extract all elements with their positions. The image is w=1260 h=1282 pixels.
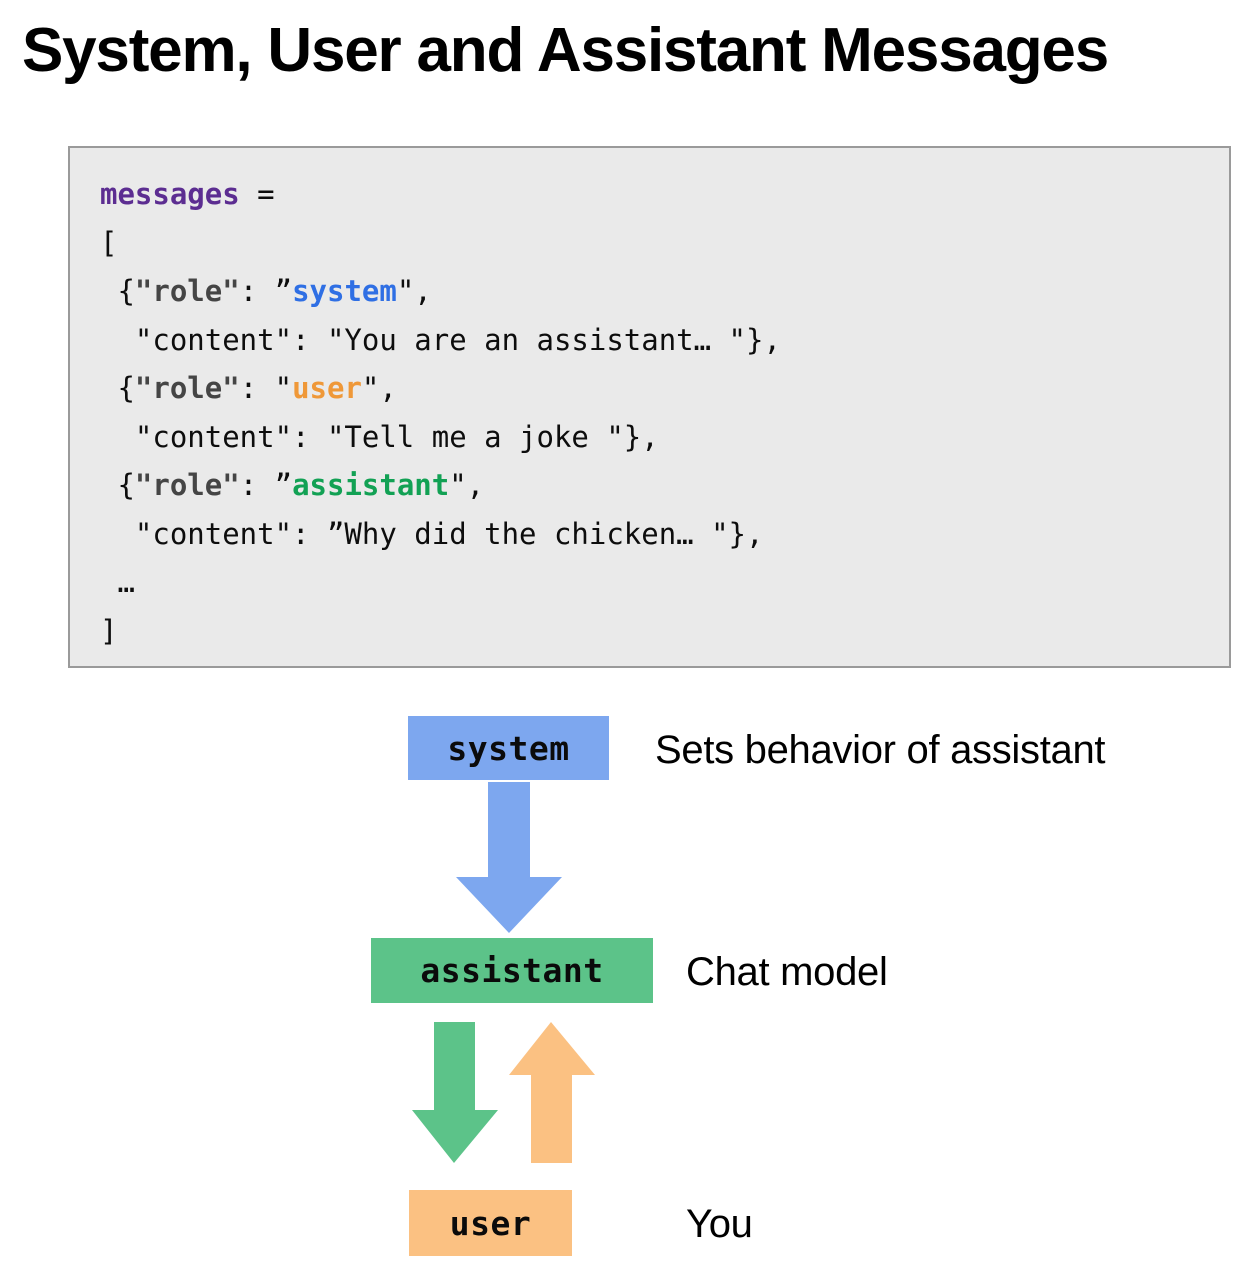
code-line: "content": "Tell me a joke "}, bbox=[100, 413, 1229, 462]
diagram-node-assistant-description: Chat model bbox=[686, 950, 888, 994]
code-token: ", bbox=[396, 274, 432, 308]
code-token: … bbox=[100, 565, 135, 599]
code-line: [ bbox=[100, 219, 1229, 268]
code-token: system bbox=[292, 274, 397, 308]
code-token: ] bbox=[100, 613, 118, 648]
code-token: "role" bbox=[134, 371, 240, 405]
code-token: ", bbox=[361, 371, 397, 405]
code-line: "content": ”Why did the chicken… "}, bbox=[100, 510, 1229, 559]
code-line: "content": "You are an assistant… "}, bbox=[100, 316, 1229, 365]
code-token: [ bbox=[100, 225, 118, 260]
diagram-node-assistant[interactable]: assistant bbox=[371, 938, 653, 1003]
code-token: "content": "You are an assistant… "}, bbox=[100, 322, 781, 357]
code-line: {"role": ”system", bbox=[100, 267, 1229, 316]
code-token: user bbox=[292, 371, 362, 405]
code-token: " bbox=[274, 371, 293, 405]
arrow-user-to-assistant-icon bbox=[509, 1022, 595, 1163]
code-lines: messages = [ {"role": ”system", "content… bbox=[100, 170, 1229, 655]
code-line: ] bbox=[100, 607, 1229, 656]
code-token: : bbox=[239, 371, 275, 405]
diagram-node-assistant-label: assistant bbox=[420, 951, 604, 990]
arrow-system-to-assistant-icon bbox=[456, 782, 562, 933]
code-token: "content": "Tell me a joke "}, bbox=[100, 419, 659, 454]
code-token: ” bbox=[274, 274, 293, 308]
code-token: ", bbox=[449, 468, 485, 502]
code-line: {"role": "user", bbox=[100, 364, 1229, 413]
code-token: "content": ”Why did the chicken… "}, bbox=[100, 516, 764, 551]
code-token: ” bbox=[274, 468, 293, 502]
code-line: … bbox=[100, 558, 1229, 607]
code-token: "role" bbox=[134, 468, 240, 502]
code-line: messages = bbox=[100, 170, 1229, 219]
code-token: : bbox=[239, 274, 275, 308]
code-token: messages bbox=[100, 177, 240, 211]
page-title: System, User and Assistant Messages bbox=[22, 16, 1109, 85]
diagram-node-system-label: system bbox=[447, 728, 570, 768]
code-token: { bbox=[100, 274, 135, 308]
code-token: assistant bbox=[292, 468, 450, 502]
diagram-node-user[interactable]: user bbox=[409, 1190, 572, 1256]
diagram-node-user-description: You bbox=[686, 1202, 753, 1246]
arrow-assistant-to-user-icon bbox=[412, 1022, 498, 1163]
diagram-node-system[interactable]: system bbox=[408, 716, 609, 780]
code-token: : bbox=[239, 468, 275, 502]
diagram-node-user-label: user bbox=[449, 1203, 532, 1243]
code-token: { bbox=[100, 468, 135, 502]
code-token: "role" bbox=[134, 274, 240, 308]
diagram-node-system-description: Sets behavior of assistant bbox=[655, 728, 1106, 772]
code-line: {"role": ”assistant", bbox=[100, 461, 1229, 510]
code-block: messages = [ {"role": ”system", "content… bbox=[68, 146, 1231, 668]
code-token: { bbox=[100, 371, 135, 405]
code-token: = bbox=[239, 177, 293, 211]
